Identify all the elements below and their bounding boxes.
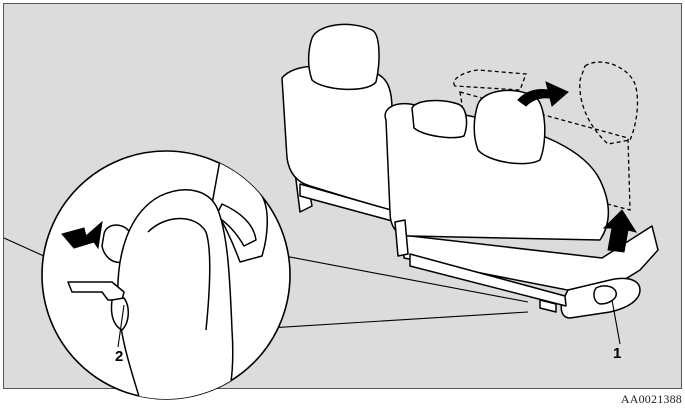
callout-label-2: 2 <box>115 349 123 364</box>
callout-label-1: 1 <box>613 346 621 361</box>
detail-inset <box>42 151 290 400</box>
fold-arrow <box>518 82 568 106</box>
rear-seat-right <box>385 90 658 318</box>
curved-arrow-icon <box>518 82 568 106</box>
rear-seat-left <box>282 24 398 222</box>
figure-code: AA0021388 <box>621 393 682 405</box>
